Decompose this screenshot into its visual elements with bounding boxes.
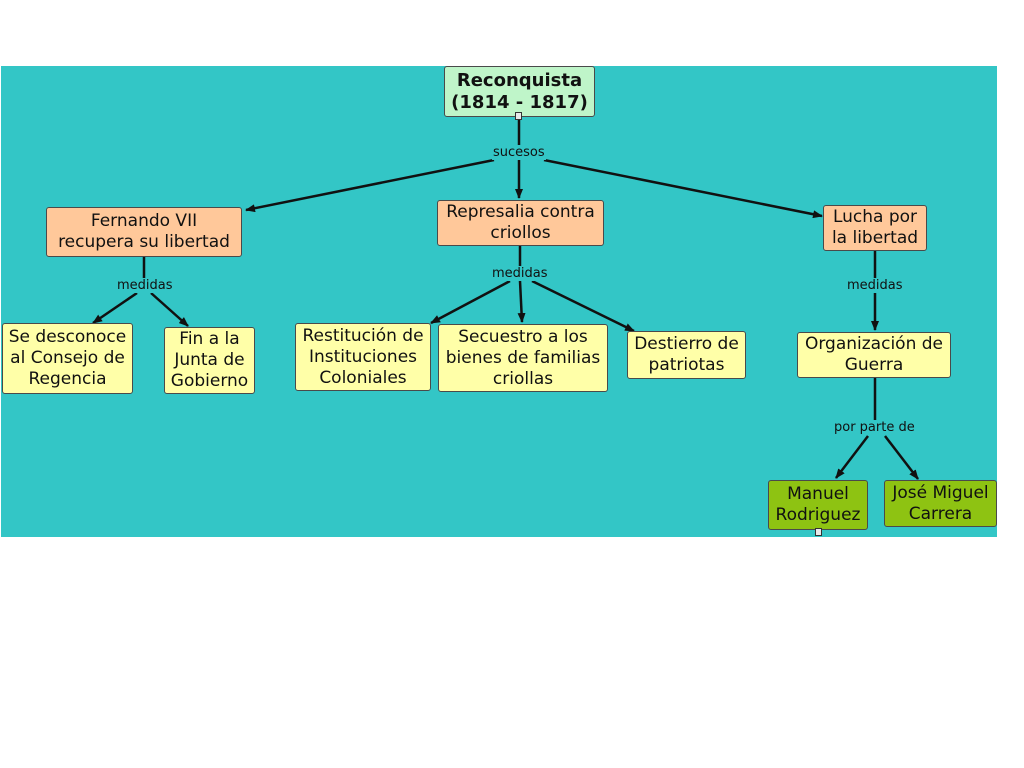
link-label-medidas: medidas bbox=[116, 278, 174, 293]
link-sucesos-fernando bbox=[245, 158, 495, 213]
node-destierro[interactable]: Destierro de patriotas bbox=[627, 331, 746, 379]
link-medidas-destierro bbox=[531, 279, 635, 333]
link-porparte-manuel bbox=[835, 435, 869, 479]
link-label-por-parte-de: por parte de bbox=[833, 420, 916, 435]
link-label-medidas: medidas bbox=[846, 278, 904, 293]
node-secuestro[interactable]: Secuestro a los bienes de familias criol… bbox=[438, 324, 608, 392]
node-restitucion[interactable]: Restitución de Instituciones Coloniales bbox=[295, 323, 431, 391]
link-medidas-desconoce bbox=[92, 291, 138, 325]
node-manuel-rodriguez[interactable]: Manuel Rodriguez bbox=[768, 480, 868, 530]
node-represalia[interactable]: Represalia contra criollos bbox=[437, 200, 604, 246]
link-medidas-fin bbox=[150, 292, 189, 327]
node-organizacion-guerra[interactable]: Organización de Guerra bbox=[797, 332, 951, 378]
node-fernando-vii[interactable]: Fernando VII recupera su libertad bbox=[46, 207, 242, 257]
resource-icon[interactable] bbox=[515, 112, 522, 120]
link-medidas-secuestro bbox=[517, 280, 526, 323]
link-medidas-restitucion bbox=[430, 279, 511, 325]
node-lucha-libertad[interactable]: Lucha por la libertad bbox=[823, 205, 927, 251]
link-sucesos-lucha bbox=[543, 158, 823, 219]
node-reconquista[interactable]: Reconquista (1814 - 1817) bbox=[444, 66, 595, 117]
link-porparte-jose bbox=[884, 435, 919, 480]
node-jose-miguel-carrera[interactable]: José Miguel Carrera bbox=[884, 480, 997, 527]
link-label-sucesos: sucesos bbox=[492, 145, 546, 160]
concept-map-canvas bbox=[1, 66, 997, 537]
node-fin-junta[interactable]: Fin a la Junta de Gobierno bbox=[164, 327, 255, 394]
link-label-medidas: medidas bbox=[491, 266, 549, 281]
resource-icon[interactable] bbox=[815, 528, 822, 536]
node-se-desconoce[interactable]: Se desconoce al Consejo de Regencia bbox=[2, 323, 133, 394]
